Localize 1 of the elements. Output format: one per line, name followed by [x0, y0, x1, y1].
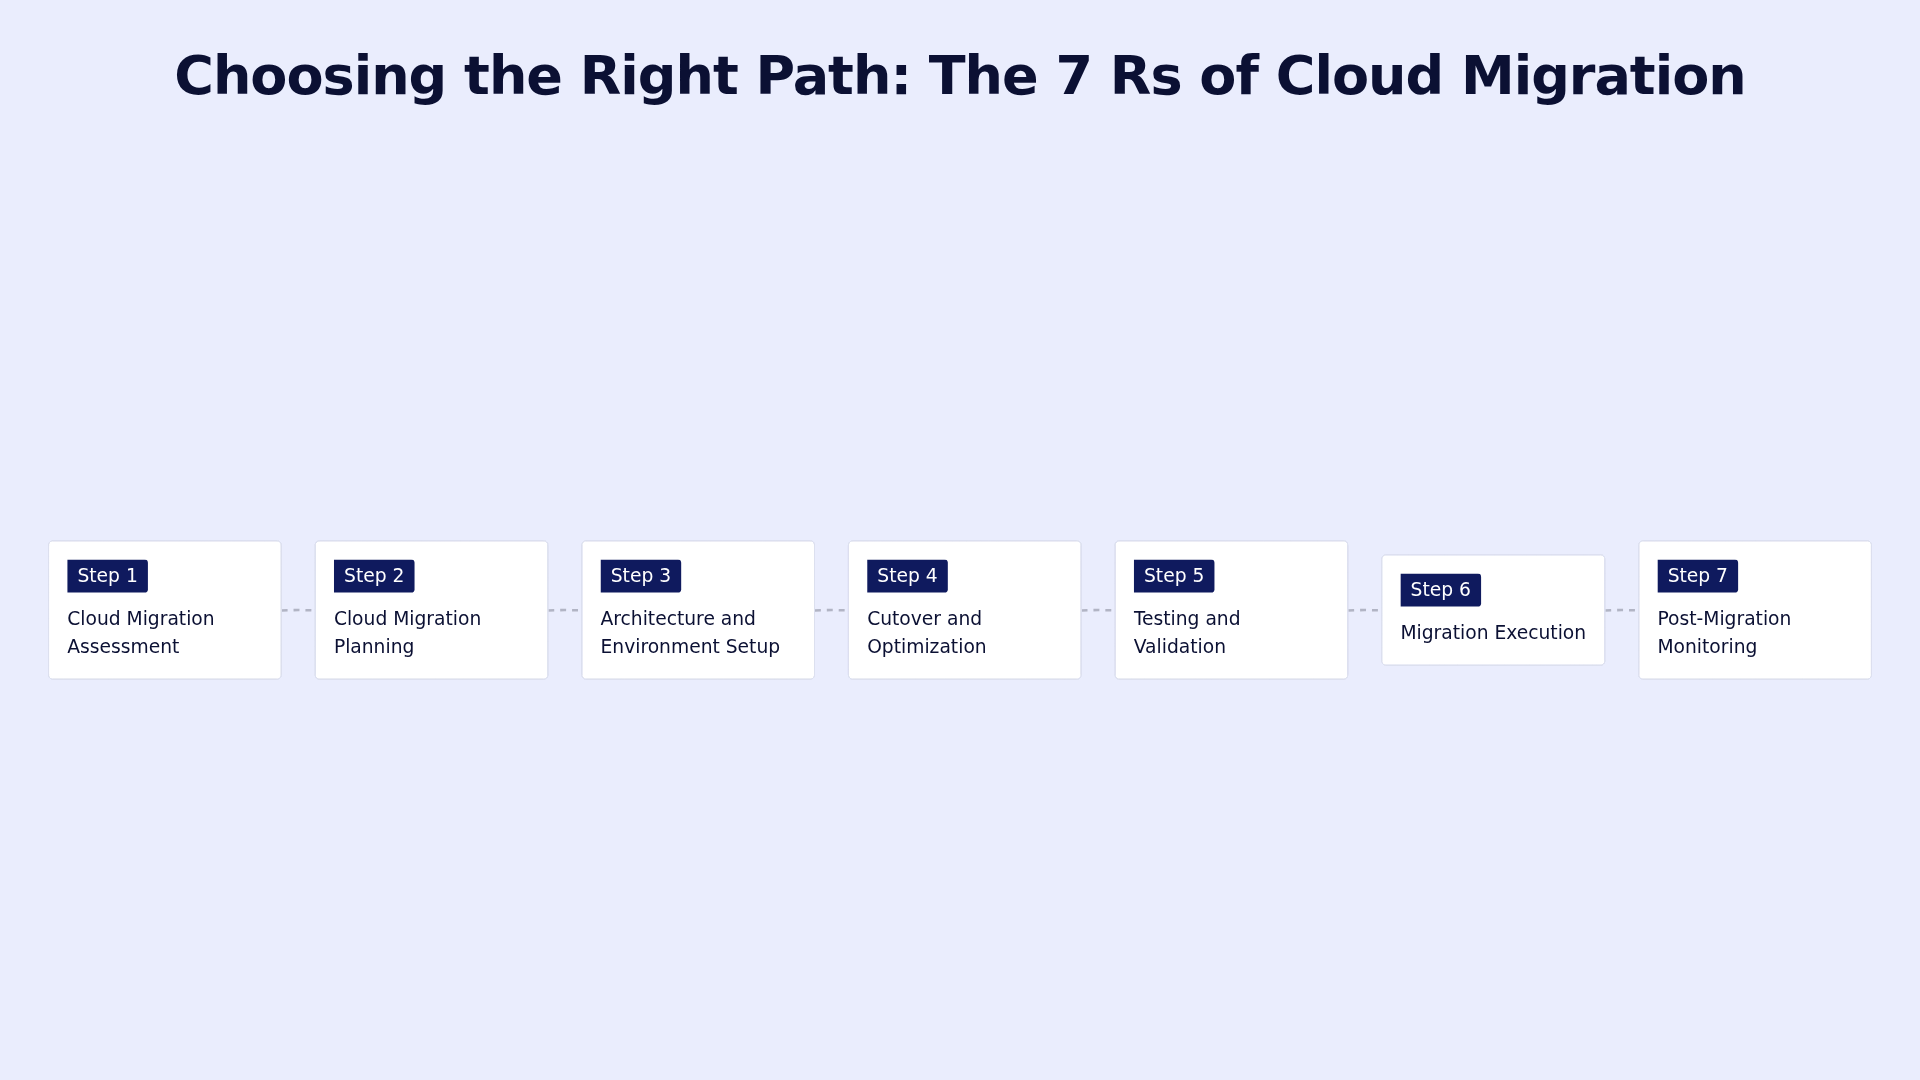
title: Choosing the Right Path: The 7 Rs of Cloud Migration: [173, 43, 1747, 107]
